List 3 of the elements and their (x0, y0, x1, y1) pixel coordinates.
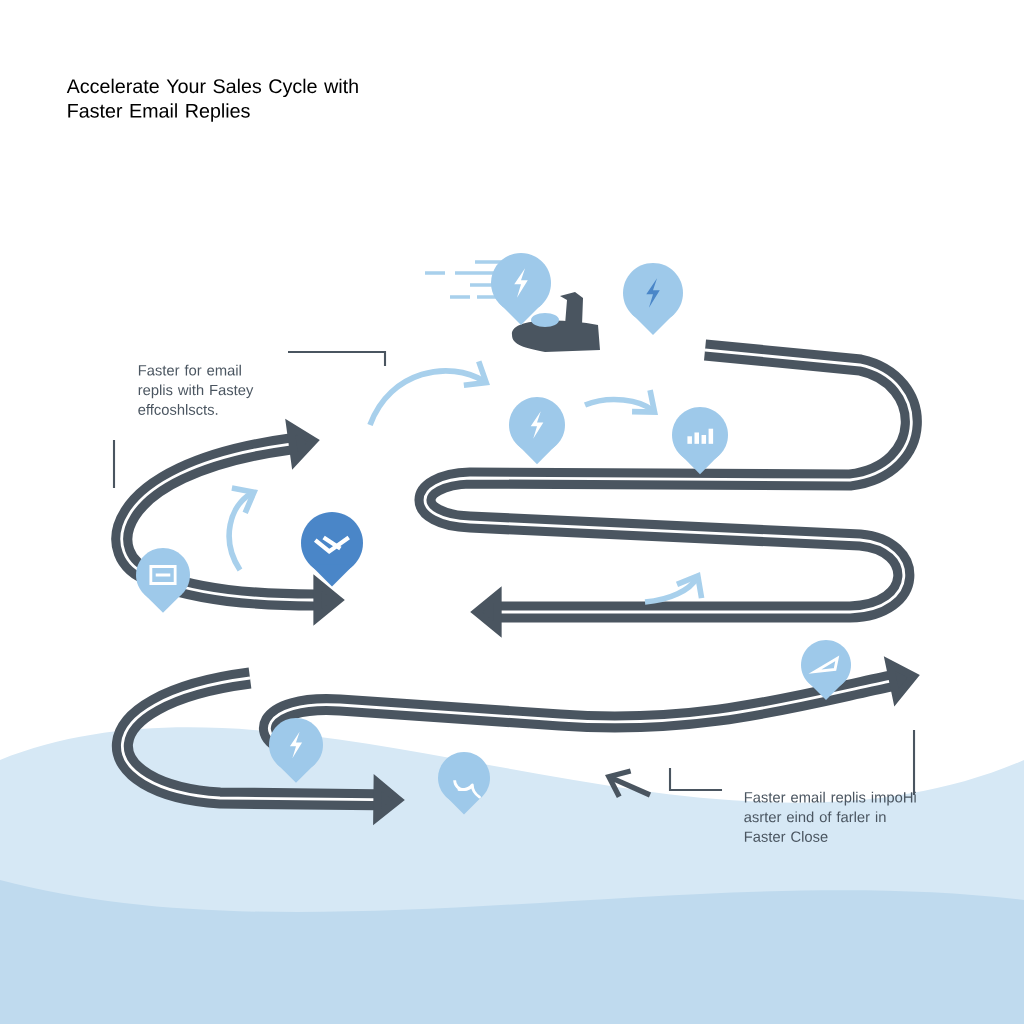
note-text: Faster email replis impoHi asrter eind of farler in Faster Close (744, 791, 916, 842)
note-text: Faster for email replis with Fastey effcoshlscts. (138, 364, 254, 415)
title: Accelerate Your Sales Cycle with Faster Email Replies (66, 78, 358, 122)
